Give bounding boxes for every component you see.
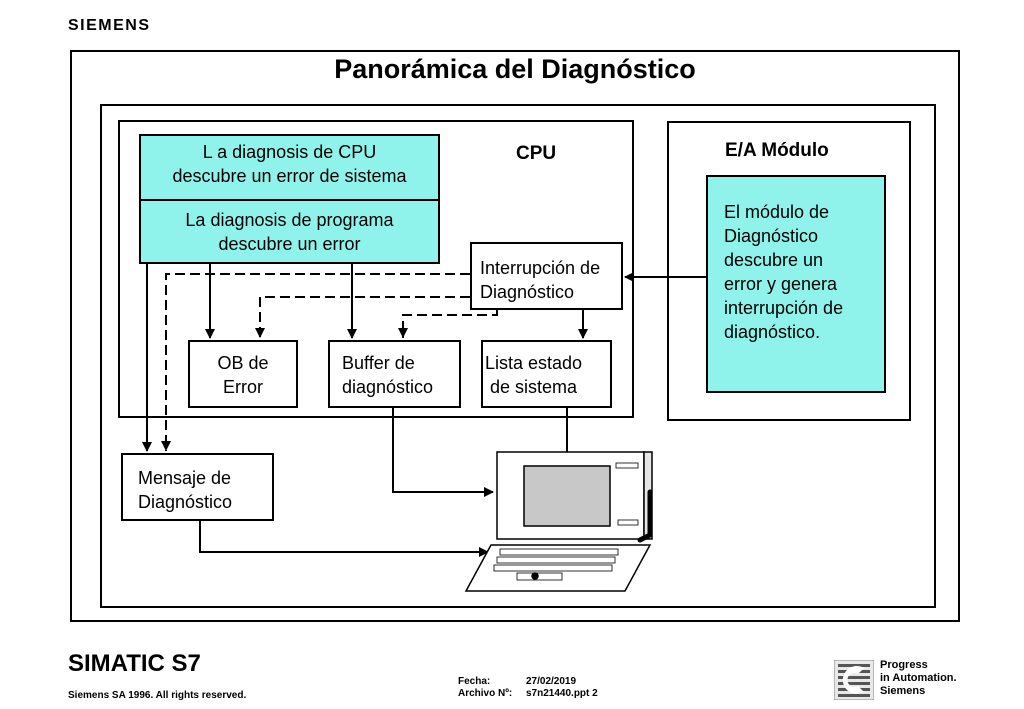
program-diagnosis-text: La diagnosis de programa descubre un err… xyxy=(141,208,438,256)
io-line-6: diagnóstico. xyxy=(724,322,821,342)
progress-slogan: Progress in Automation. Siemens xyxy=(880,659,957,698)
diagnostic-message-box: Mensaje de Diagnóstico xyxy=(121,453,274,521)
lista-line-2: de sistema xyxy=(490,377,578,397)
slogan-line-3: Siemens xyxy=(880,685,926,697)
dashed-interrupt-to-ob xyxy=(259,296,470,338)
ob-error-line-1: OB de xyxy=(217,353,269,373)
prog-diag-line-2: descubre un error xyxy=(218,234,361,254)
cpu-diag-line-1: L a diagnosis de CPU xyxy=(202,142,377,162)
siemens-progress-logo-icon xyxy=(834,660,874,700)
slogan-line-2: in Automation. xyxy=(880,672,957,684)
buffer-line-1: Buffer de xyxy=(342,353,415,373)
dashed-interrupt-to-buffer xyxy=(402,310,498,338)
archivo-label: Archivo Nº: xyxy=(458,688,513,699)
dashed-arrowheads xyxy=(161,328,408,451)
ob-error-box: OB de Error xyxy=(188,340,298,408)
io-line-2: Diagnóstico xyxy=(724,226,819,246)
io-line-1: El módulo de xyxy=(724,202,830,222)
message-line-2: Diagnóstico xyxy=(138,492,233,512)
diagram-inner-frame xyxy=(100,104,936,608)
io-module-diagnosis-box: El módulo de Diagnóstico descubre un err… xyxy=(706,175,886,393)
cpu-diagnosis-text: L a diagnosis de CPU descubre un error d… xyxy=(141,136,438,188)
page-title: Panorámica del Diagnóstico xyxy=(334,54,696,84)
cpu-diagnosis-box: L a diagnosis de CPU descubre un error d… xyxy=(139,134,440,264)
io-line-4: error y genera xyxy=(724,274,838,294)
diagnostic-interrupt-box: Interrupción de Diagnóstico xyxy=(470,242,623,310)
slogan-line-1: Progress xyxy=(880,659,928,671)
product-title: SIMATIC S7 xyxy=(68,650,201,677)
arrow-buffer-to-pc xyxy=(392,408,494,497)
divider xyxy=(141,199,438,201)
io-line-3: descubre un xyxy=(724,250,824,270)
io-line-5: interrupción de xyxy=(724,298,844,318)
fecha-value: 27/02/2019 xyxy=(526,676,577,687)
siemens-logo: SIEMENS xyxy=(68,17,151,34)
pc-terminal-icon xyxy=(464,451,653,592)
cpu-label: CPU xyxy=(516,143,557,164)
fecha-label: Fecha: xyxy=(458,676,491,687)
dashed-interrupt-to-message xyxy=(165,273,470,451)
message-line-1: Mensaje de xyxy=(138,468,232,488)
prog-diag-line-1: La diagnosis de programa xyxy=(185,210,394,230)
archivo-value: s7n21440.ppt 2 xyxy=(526,688,598,699)
copyright-text: Siemens SA 1996. All rights reserved. xyxy=(68,690,247,701)
cpu-diag-line-2: descubre un error de sistema xyxy=(172,166,407,186)
diagram-frame xyxy=(70,50,960,622)
interrupt-line-1: Interrupción de xyxy=(480,258,601,278)
buffer-line-2: diagnóstico xyxy=(342,377,434,397)
ob-error-line-2: Error xyxy=(223,377,263,397)
io-module-label: E/A Módulo xyxy=(725,140,829,161)
lista-line-1: Lista estado xyxy=(485,353,583,373)
system-status-list-box: Lista estado de sistema xyxy=(481,340,612,408)
arrow-message-to-pc xyxy=(199,521,489,557)
interrupt-line-2: Diagnóstico xyxy=(480,282,575,302)
diagnostic-buffer-box: Buffer de diagnóstico xyxy=(328,340,461,408)
